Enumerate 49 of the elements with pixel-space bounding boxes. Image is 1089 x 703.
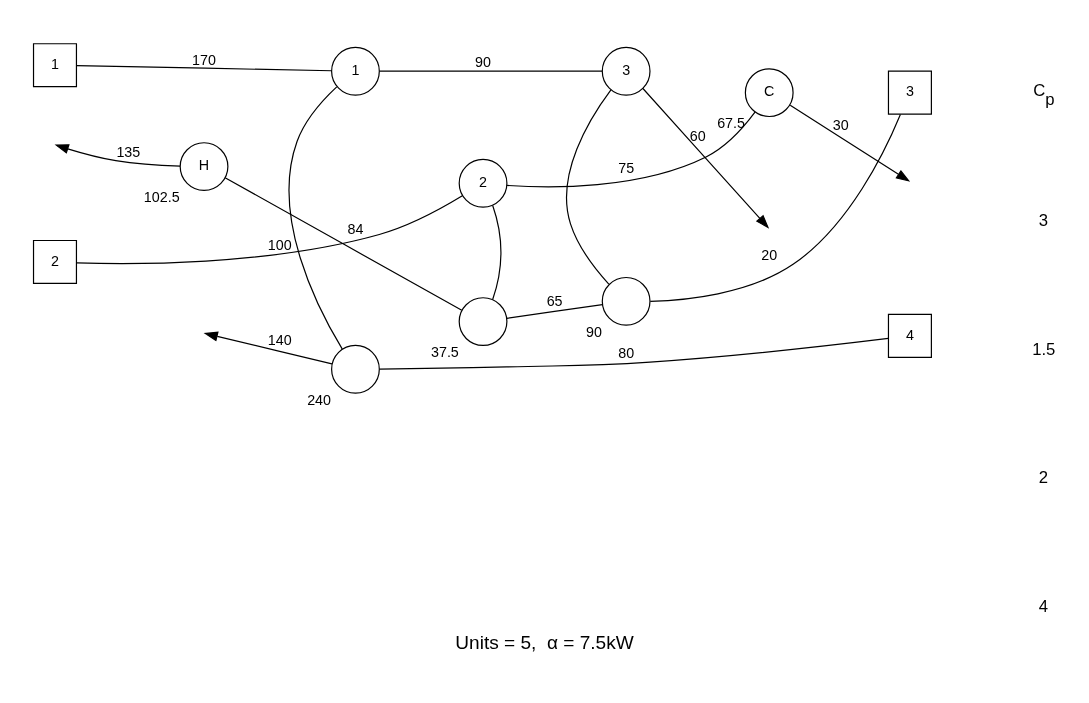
node-circle: 1 xyxy=(331,46,380,96)
edge-label: 84 xyxy=(347,220,364,237)
connector xyxy=(288,85,343,350)
node-label: 102.5 xyxy=(143,188,180,205)
node-box: 3 xyxy=(887,70,932,115)
connector xyxy=(76,64,333,71)
edge-label: 90 xyxy=(475,53,491,70)
connector xyxy=(492,204,502,300)
node-circle: 3 xyxy=(601,46,651,96)
node-label: 37.5 xyxy=(430,343,459,360)
node-circle xyxy=(601,276,651,326)
edge-label: 170 xyxy=(192,51,216,68)
caption: Units = 5, α = 7.5kW xyxy=(455,631,634,653)
edge-label: 135 xyxy=(116,143,141,160)
connector xyxy=(378,70,603,72)
node-box: 1 xyxy=(32,42,78,87)
node-box: 2 xyxy=(32,239,78,284)
connector xyxy=(224,176,463,311)
connector xyxy=(565,88,612,285)
edge-label: 75 xyxy=(618,159,635,176)
arrow xyxy=(203,331,333,365)
node-label: 90 xyxy=(585,323,602,340)
edge-label: 65 xyxy=(546,292,563,309)
connector xyxy=(76,194,463,264)
node-box: 4 xyxy=(887,313,932,358)
node-circle: C xyxy=(744,67,794,117)
arrow xyxy=(642,87,770,229)
edge-label: 140 xyxy=(267,331,292,348)
node-circle: 2 xyxy=(458,158,508,208)
label: 4 xyxy=(1038,596,1049,616)
label: 1.5 xyxy=(1032,339,1056,359)
node-label: 240 xyxy=(307,391,332,408)
connector xyxy=(378,337,889,370)
arrow xyxy=(789,104,911,182)
connector xyxy=(649,113,901,302)
edge-label: 100 xyxy=(267,236,292,253)
connector xyxy=(506,111,756,187)
connector xyxy=(506,303,603,319)
edge-label: 20 xyxy=(761,246,778,263)
edge-label: 80 xyxy=(618,344,635,361)
edge-label: 60 xyxy=(689,127,706,144)
label: 3 xyxy=(1038,210,1049,230)
node-label: 67.5 xyxy=(717,114,745,131)
arrow xyxy=(54,143,181,167)
label: 2 xyxy=(1038,467,1049,487)
node-circle xyxy=(331,344,380,394)
edge-label: 30 xyxy=(832,116,849,133)
node-circle xyxy=(458,296,508,346)
node-circle: H xyxy=(179,141,229,191)
